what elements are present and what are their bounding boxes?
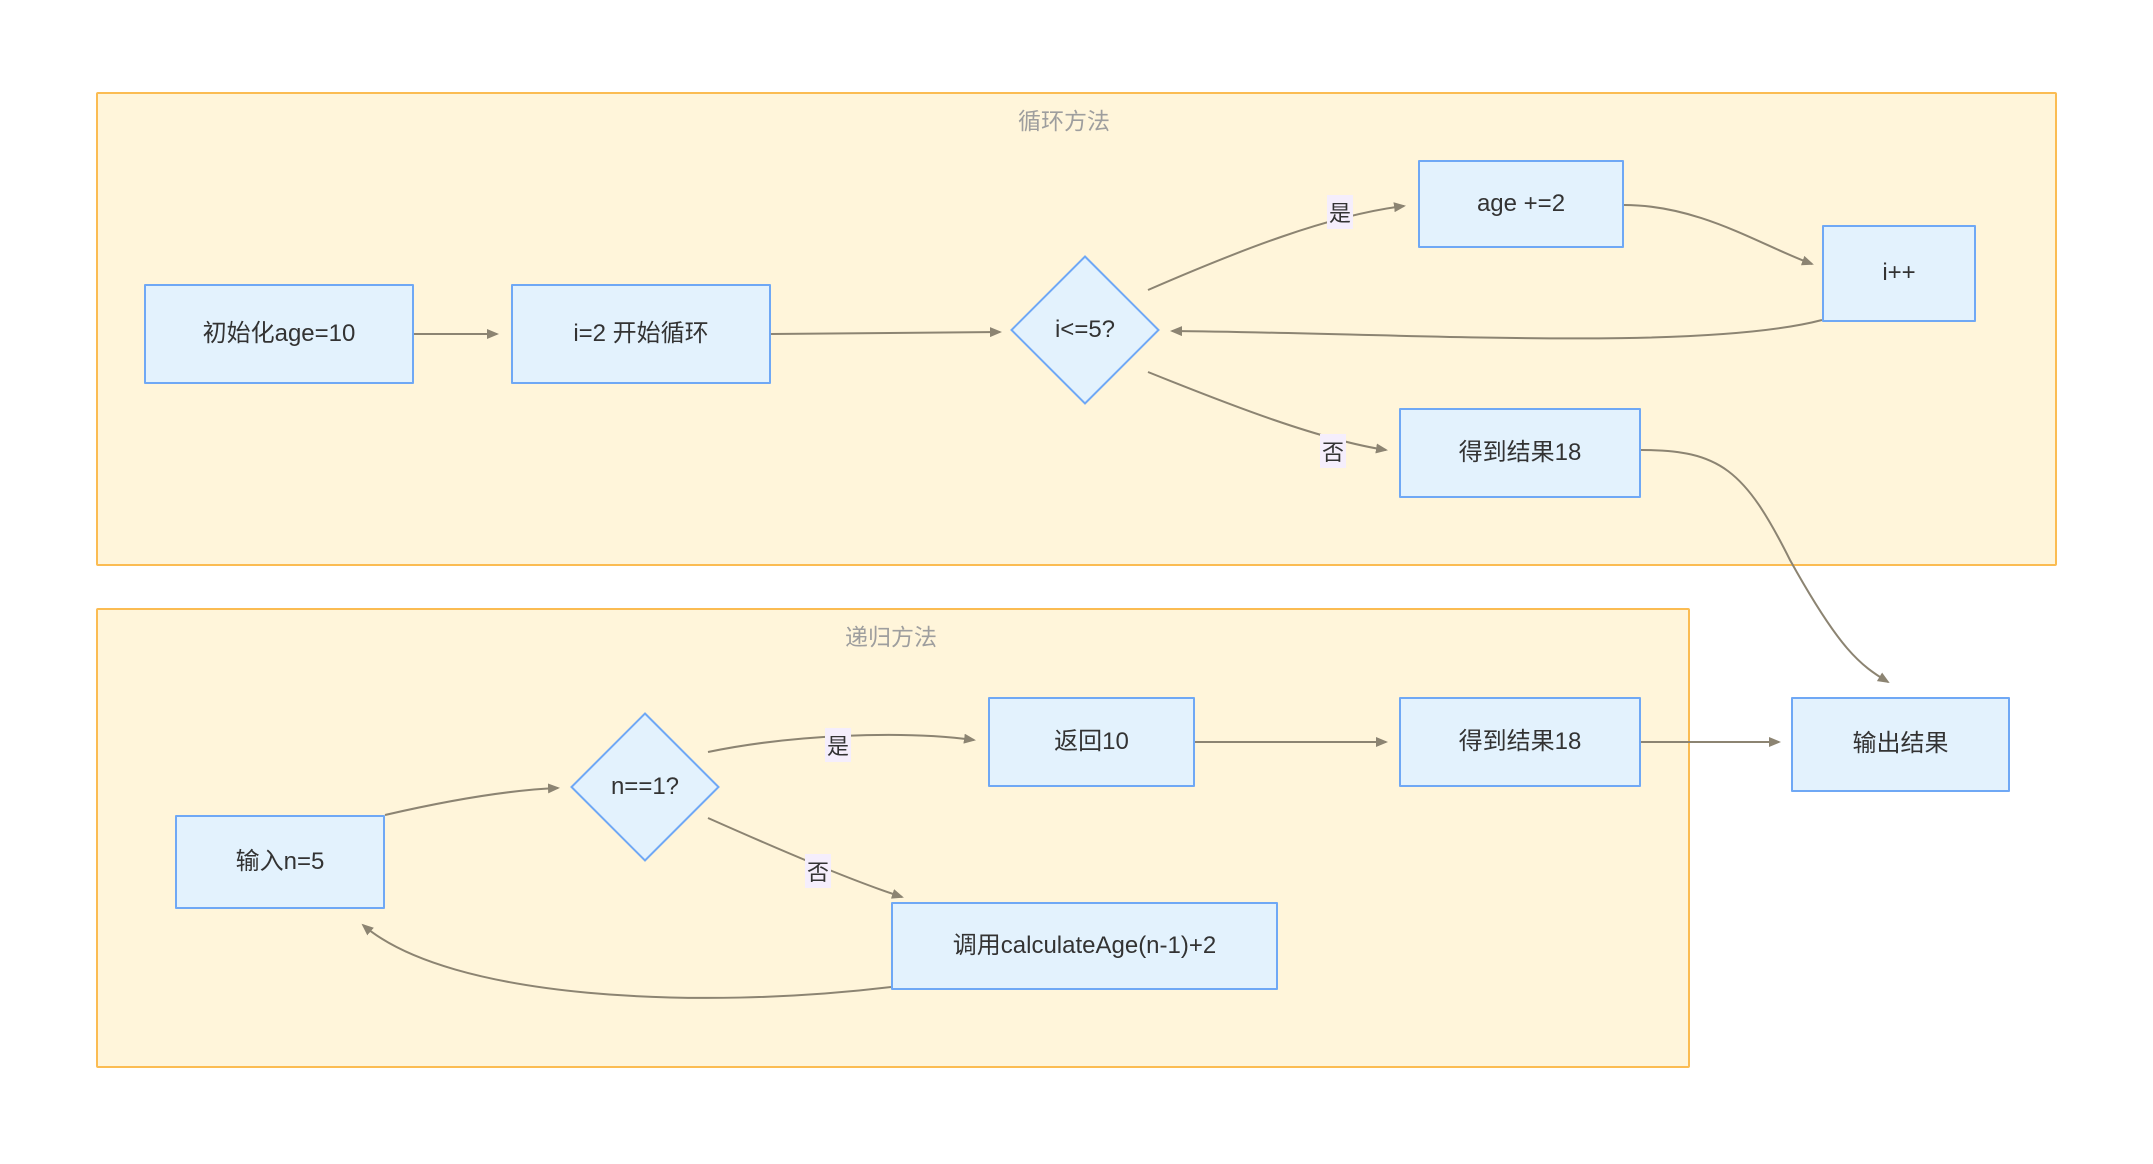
node-init[interactable]: 初始化age=10: [144, 284, 414, 384]
node-cond2[interactable]: n==1?: [570, 712, 720, 862]
node-callrec[interactable]: 调用calculateAge(n-1)+2: [891, 902, 1278, 990]
node-label-inputn: 输入n=5: [235, 847, 325, 875]
node-label-cond2: n==1?: [610, 772, 680, 800]
node-res18b[interactable]: 得到结果18: [1399, 697, 1641, 787]
cluster-title-loop: 循环方法: [1018, 108, 1110, 134]
edge-label-cond2-to-callrec: 否: [805, 854, 832, 888]
node-cond1[interactable]: i<=5?: [1010, 255, 1160, 405]
node-inputn[interactable]: 输入n=5: [175, 815, 385, 909]
node-label-ret10: 返回10: [1054, 727, 1129, 755]
node-output[interactable]: 输出结果: [1791, 697, 2010, 792]
node-label-init: 初始化age=10: [202, 319, 356, 347]
node-res18a[interactable]: 得到结果18: [1399, 408, 1641, 498]
cluster-title-recursion: 递归方法: [845, 624, 937, 650]
node-label-callrec: 调用calculateAge(n-1)+2: [952, 931, 1217, 959]
node-label-output: 输出结果: [1852, 730, 1949, 758]
diamond-shape: [570, 712, 720, 862]
node-label-cond1: i<=5?: [1054, 315, 1116, 343]
node-iplus[interactable]: i++: [1822, 225, 1976, 322]
node-ret10[interactable]: 返回10: [988, 697, 1195, 787]
node-label-startloop: i=2 开始循环: [573, 319, 709, 347]
node-ageplus[interactable]: age +=2: [1418, 160, 1624, 248]
node-label-res18b: 得到结果18: [1458, 727, 1582, 755]
edge-label-cond2-to-ret10: 是: [825, 728, 852, 762]
edge-label-cond1-to-res18a: 否: [1320, 434, 1347, 468]
edge-label-cond1-to-ageplus: 是: [1327, 195, 1354, 229]
node-label-res18a: 得到结果18: [1458, 438, 1582, 466]
node-startloop[interactable]: i=2 开始循环: [511, 284, 771, 384]
node-label-ageplus: age +=2: [1476, 189, 1566, 217]
node-label-iplus: i++: [1882, 259, 1916, 287]
diamond-shape: [1010, 255, 1160, 405]
